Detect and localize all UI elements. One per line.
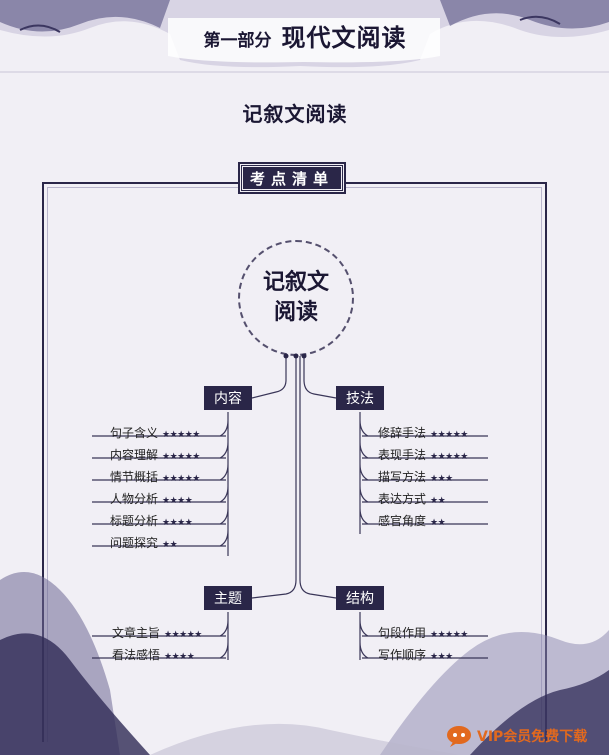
item-label: 内容理解 — [110, 448, 159, 462]
star-rating: ★★ — [430, 496, 446, 506]
star-rating: ★★ — [162, 540, 178, 550]
list-item: 文章主旨★★★★★ — [112, 622, 202, 644]
list-item: 感官角度★★ — [378, 510, 446, 532]
watermark: VIP会员免费下载 — [445, 723, 605, 749]
category-theme: 主题 — [204, 586, 252, 610]
star-rating: ★★★★★ — [164, 630, 202, 640]
item-label: 标题分析 — [110, 514, 159, 528]
item-label: 句子含义 — [110, 426, 159, 440]
list-item: 表现手法★★★★★ — [378, 444, 468, 466]
star-rating: ★★★ — [430, 652, 453, 662]
category-structure: 结构 — [336, 586, 384, 610]
list-item: 表达方式★★ — [378, 488, 446, 510]
center-line-2: 阅读 — [273, 300, 318, 325]
star-rating: ★★★★★ — [162, 474, 200, 484]
star-rating: ★★★★ — [162, 518, 193, 528]
list-item: 修辞手法★★★★★ — [378, 422, 468, 444]
section-name: 现代文阅读 — [281, 24, 407, 52]
center-topic: 记叙文 阅读 — [238, 240, 354, 356]
list-item: 人物分析★★★★ — [110, 488, 193, 510]
star-rating: ★★ — [430, 518, 446, 528]
list-item: 标题分析★★★★ — [110, 510, 193, 532]
item-label: 句段作用 — [378, 626, 427, 640]
list-item: 看法感悟★★★★ — [112, 644, 195, 666]
item-label: 描写方法 — [378, 470, 427, 484]
part-label: 第一部分 — [203, 31, 272, 51]
item-label: 写作顺序 — [378, 648, 427, 662]
star-rating: ★★★ — [430, 474, 453, 484]
list-item: 情节概括★★★★★ — [110, 466, 200, 488]
star-rating: ★★★★★ — [430, 452, 468, 462]
category-technique: 技法 — [336, 386, 384, 410]
checklist-tab: 考点清单 — [238, 162, 346, 194]
list-item: 问题探究★★ — [110, 532, 178, 554]
category-content: 内容 — [204, 386, 252, 410]
item-label: 修辞手法 — [378, 426, 427, 440]
star-rating: ★★★★ — [164, 652, 195, 662]
star-rating: ★★★★★ — [430, 630, 468, 640]
list-item: 句段作用★★★★★ — [378, 622, 468, 644]
mountain-decoration — [0, 572, 609, 755]
center-line-1: 记叙文 — [262, 270, 329, 295]
item-label: 感官角度 — [378, 514, 427, 528]
list-item: 句子含义★★★★★ — [110, 422, 200, 444]
item-label: 问题探究 — [110, 536, 159, 550]
list-item: 写作顺序★★★ — [378, 644, 453, 666]
item-label: 表达方式 — [378, 492, 427, 506]
banner-decoration — [0, 0, 609, 73]
star-rating: ★★★★★ — [162, 430, 200, 440]
list-item: 内容理解★★★★★ — [110, 444, 200, 466]
item-label: 人物分析 — [110, 492, 159, 506]
item-label: 文章主旨 — [112, 626, 161, 640]
item-label: 情节概括 — [110, 470, 159, 484]
item-label: 看法感悟 — [112, 648, 161, 662]
section-title: 第一部分 现代文阅读 — [175, 18, 435, 52]
star-rating: ★★★★★ — [430, 430, 468, 440]
chat-bubble-icon — [447, 726, 471, 747]
star-rating: ★★★★★ — [162, 452, 200, 462]
watermark-text: VIP会员免费下载 — [477, 729, 588, 745]
item-label: 表现手法 — [378, 448, 427, 462]
star-rating: ★★★★ — [162, 496, 193, 506]
page-heading: 记叙文阅读 — [242, 102, 348, 126]
list-item: 描写方法★★★ — [378, 466, 453, 488]
